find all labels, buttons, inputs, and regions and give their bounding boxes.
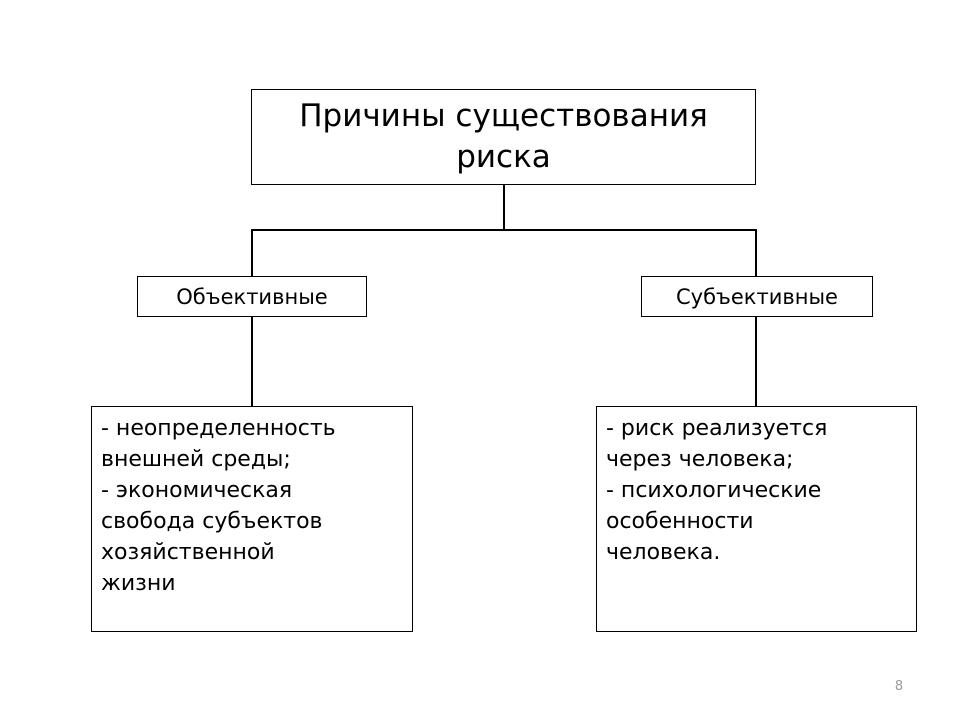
objective-node-label: Объективные: [176, 284, 328, 309]
root-node: Причины существования риска: [251, 89, 756, 185]
connector-left-down: [251, 229, 253, 276]
objective-detail-line: жизни: [101, 571, 176, 596]
objective-detail-line: - неопределенность: [101, 416, 336, 441]
objective-details: - неопределенность внешней среды; - экон…: [91, 406, 413, 632]
connector-right-down: [755, 229, 757, 276]
subjective-detail-line: через человека;: [606, 447, 794, 472]
connector-root-down: [503, 185, 505, 230]
subjective-node: Субъективные: [641, 276, 873, 317]
objective-detail-line: хозяйственной: [101, 540, 275, 565]
connector-horizontal-bar: [251, 229, 757, 231]
subjective-detail-line: - риск реализуется: [606, 416, 828, 441]
objective-node: Объективные: [137, 276, 367, 317]
subjective-node-label: Субъективные: [676, 284, 838, 309]
subjective-details: - риск реализуется через человека; - пси…: [596, 406, 917, 632]
subjective-detail-line: особенности: [606, 509, 754, 534]
root-node-line-2: риска: [456, 139, 551, 175]
objective-detail-line: свобода субъектов: [101, 509, 323, 534]
objective-detail-line: - экономическая: [101, 478, 293, 503]
objective-detail-line: внешней среды;: [101, 447, 291, 472]
subjective-detail-line: - психологические: [606, 478, 822, 503]
root-node-line-1: Причины существования: [299, 98, 708, 134]
subjective-detail-line: человека.: [606, 540, 721, 565]
connector-right-to-details: [755, 317, 757, 406]
page-number: 8: [894, 679, 904, 694]
connector-left-to-details: [251, 317, 253, 406]
